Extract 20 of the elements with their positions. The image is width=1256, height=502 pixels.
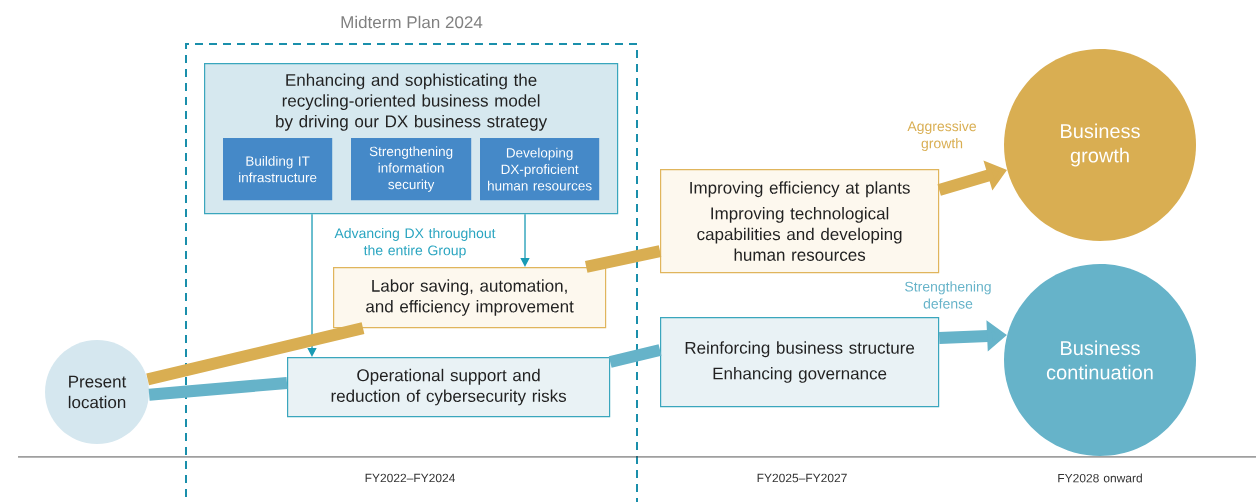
period-label: FY2022–FY2024 [365,473,455,483]
initiative-box: Building IT infrastructure [223,138,333,201]
arrow [307,213,317,357]
measure-box: Operational support and reduction of cybersecurity risks [287,357,611,418]
period-label: FY2025–FY2027 [757,473,847,483]
period-label: FY2028 onward [1058,473,1142,483]
initiative-box: Strengthening information security [351,138,472,201]
edge-label: Aggressive growth [896,119,988,153]
arrow [520,213,530,267]
measure-box: Reinforcing business structure Enhancing governance [660,317,940,408]
frame-title: Midterm Plan 2024 [341,15,483,29]
band-line [146,322,365,386]
edge-label: Strengthening defense [902,280,994,310]
measure-box: Labor saving, automation, and efficiency improvement [333,267,607,329]
band-line [608,344,662,368]
measure-box: Improving efficiency at plants Improving technological capabilities and developing human resources [660,169,940,274]
initiative-box: Developing DX-proficient human resources [480,138,600,201]
annotation-text: Advancing DX throughout the entire Group [334,227,496,259]
band-line [148,377,288,401]
band-line [584,245,662,273]
